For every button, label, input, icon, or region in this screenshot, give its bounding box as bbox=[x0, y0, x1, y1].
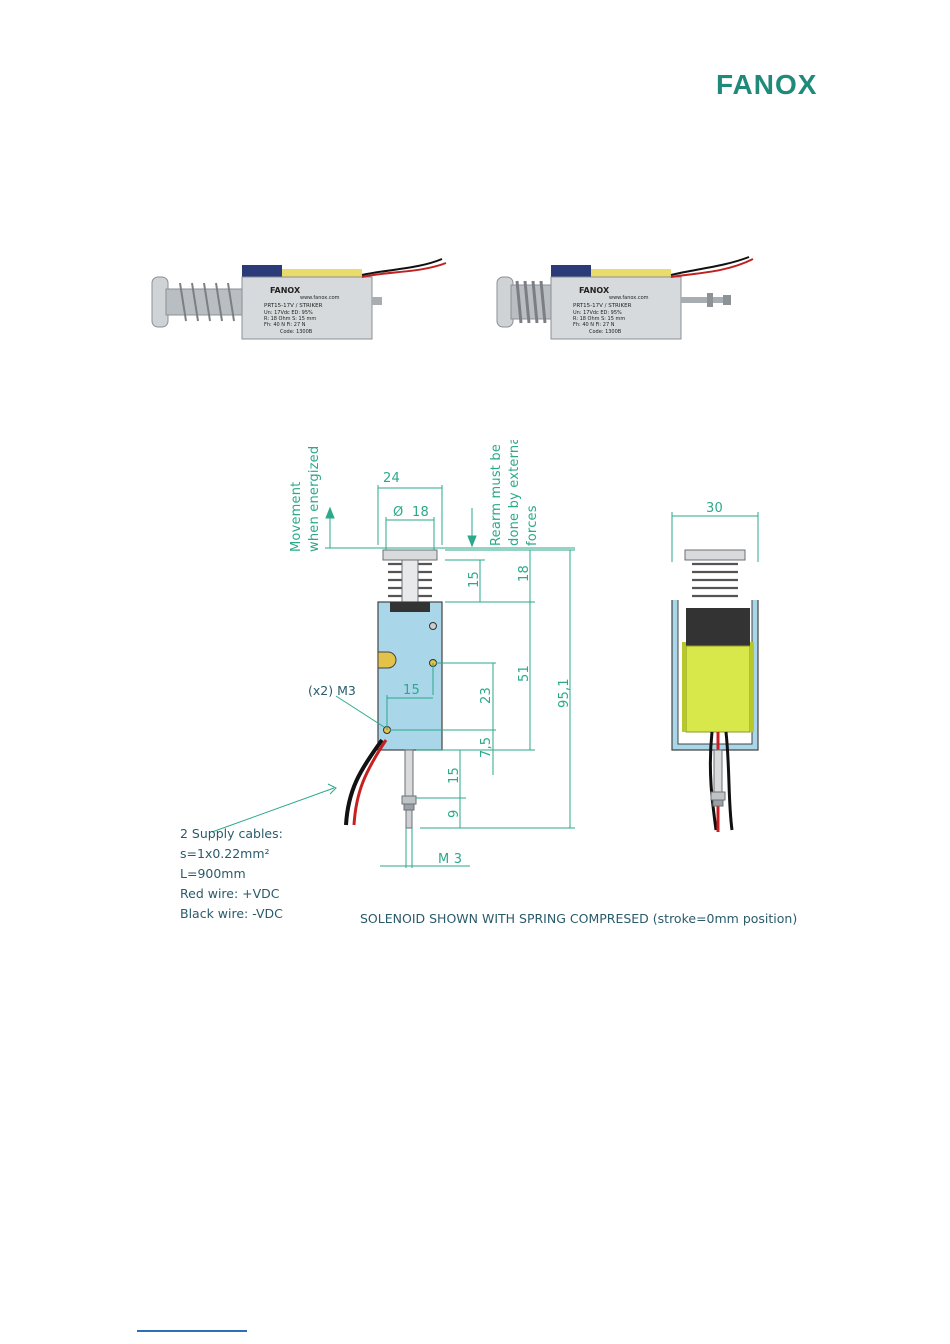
dim-51-label: 51 bbox=[517, 665, 532, 682]
photo1-brand: FANOX bbox=[270, 286, 301, 295]
photo2-line3: Fh: 40 N Fi: 27 N bbox=[573, 322, 615, 328]
photo1-line3: Fh: 40 N Fi: 27 N bbox=[264, 322, 306, 328]
dim-9-label: 9 bbox=[447, 810, 462, 818]
footer-rule bbox=[137, 1330, 247, 1332]
photo2-line4: Code: 1300B bbox=[589, 329, 622, 335]
dim-7-5-label: 7,5 bbox=[479, 737, 494, 758]
photo2-url: www.fanox.com bbox=[609, 295, 649, 301]
rearm-label-1: Rearm must be bbox=[489, 444, 504, 546]
cables-line-2: s=1x0.22mm² bbox=[180, 846, 270, 861]
dim-24-label: 24 bbox=[383, 471, 400, 486]
cables-line-1: 2 Supply cables: bbox=[180, 826, 283, 841]
movement-label-1: Movement bbox=[289, 482, 304, 552]
dim-18-side-label: 18 bbox=[517, 565, 532, 582]
dim-phi-symbol: Ø bbox=[393, 505, 403, 520]
cables-line-5: Black wire: -VDC bbox=[180, 906, 283, 921]
dim-18-top-label: 18 bbox=[412, 505, 429, 520]
dim-95-label: 95,1 bbox=[557, 678, 572, 708]
logo-text: FANOX bbox=[716, 69, 818, 100]
dim-23-label: 23 bbox=[479, 687, 494, 704]
photo2-line1: Un: 17Vdc ED: 95% bbox=[573, 310, 622, 316]
fanox-logo: FANOX bbox=[716, 68, 846, 102]
technical-drawing: 24 Ø 18 15 18 51 95,1 23 7,5 15 15 9 M 3… bbox=[180, 440, 797, 926]
rearm-label-3: forces bbox=[525, 505, 540, 546]
photo2-line2: R: 18 Ohm S: 15 mm bbox=[573, 316, 625, 322]
photo1-model: PRT15-17V / STRIKER bbox=[264, 303, 323, 309]
cables-line-4: Red wire: +VDC bbox=[180, 886, 280, 901]
dim-30-label: 30 bbox=[706, 501, 723, 516]
solenoid-photo-extended: FANOX www.fanox.com PRT15-17V / STRIKER … bbox=[496, 256, 754, 340]
dim-15-h-label: 15 bbox=[403, 683, 420, 698]
cables-line-3: L=900mm bbox=[180, 866, 246, 881]
drawing-caption: SOLENOID SHOWN WITH SPRING COMPRESED (st… bbox=[360, 911, 797, 926]
dim-15-rod-label: 15 bbox=[447, 767, 462, 784]
rearm-label-2: done by external bbox=[507, 440, 522, 546]
movement-label-2: when energized bbox=[307, 446, 322, 552]
photo1-line2: R: 18 Ohm S: 15 mm bbox=[264, 316, 316, 322]
dim-15-spring-label: 15 bbox=[467, 571, 482, 588]
photo1-line1: Un: 17Vdc ED: 95% bbox=[264, 310, 313, 316]
dim-m3-label: M 3 bbox=[438, 852, 462, 867]
photo2-model: PRT15-17V / STRIKER bbox=[573, 303, 632, 309]
photo1-line4: Code: 1300B bbox=[280, 329, 313, 335]
holes-label: (x2) M3 bbox=[308, 683, 356, 698]
photo2-brand: FANOX bbox=[579, 286, 610, 295]
photo1-url: www.fanox.com bbox=[300, 295, 340, 301]
solenoid-photo-retracted: FANOX www.fanox.com PRT15-17V / STRIKER … bbox=[151, 258, 447, 340]
